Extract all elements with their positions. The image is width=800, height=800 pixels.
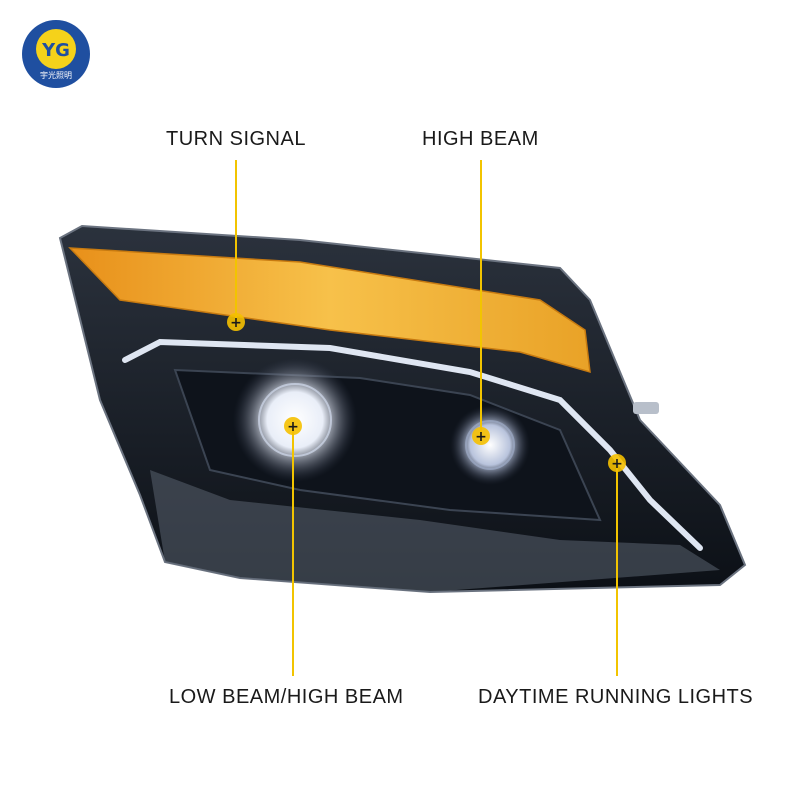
label-daytime-running-lights: DAYTIME RUNNING LIGHTS [478,686,754,708]
svg-text:+: + [287,419,299,435]
leader-lines [235,160,618,676]
drl-light-guide [122,338,703,551]
mounting-tab [633,402,659,414]
low-beam-lens-ring [258,383,332,457]
logo-core [36,29,76,69]
label-low-high-beam: LOW BEAM/HIGH BEAM [169,686,404,708]
marker-turn-signal: + [227,313,245,331]
svg-text:+: + [475,429,487,445]
turn-signal-strip [68,247,591,374]
brand-logo: YG 宇光照明 [22,20,90,88]
high-beam-lens-ring [465,420,515,470]
logo-monogram: YG [41,40,70,61]
high-beam-projector [450,405,530,485]
marker-drl: + [608,454,626,472]
label-high-beam: HIGH BEAM [422,128,539,150]
svg-text:+: + [230,315,242,331]
marker-high-beam: + [472,427,490,445]
marker-low-beam: + [284,417,302,435]
logo-text: 宇光照明 [40,70,72,80]
svg-text:+: + [611,456,623,472]
label-turn-signal: TURN SIGNAL [166,128,306,150]
